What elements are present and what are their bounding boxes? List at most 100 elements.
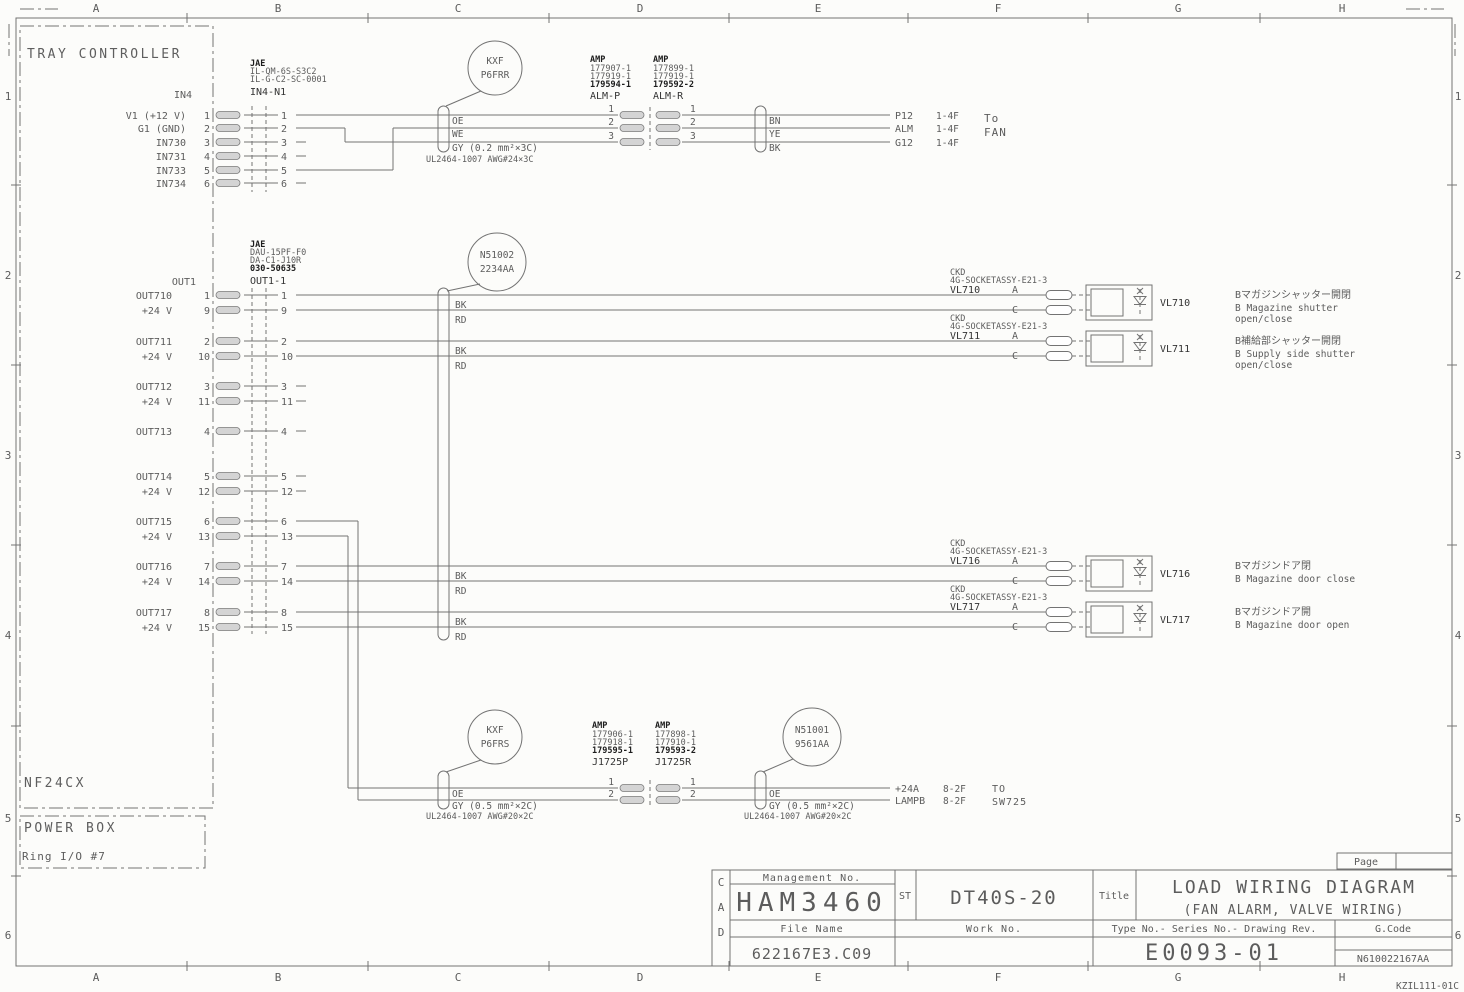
- grid-label: G: [1175, 971, 1182, 984]
- vendor: AMP: [590, 55, 605, 65]
- cable-end: [1045, 576, 1073, 586]
- signal-name: LAMPB: [895, 796, 925, 807]
- out1-row: OUT712 3 3 +24 V 11 11: [136, 382, 293, 408]
- pin-number: 14: [281, 577, 293, 588]
- ring-io-label: Ring I/O #7: [22, 850, 106, 863]
- pin-contact: [215, 138, 241, 146]
- pin-contact: [215, 517, 241, 525]
- valve-id: VL710: [950, 285, 980, 296]
- connector-ref: ALM-R: [653, 91, 684, 102]
- pin-number: 1: [608, 777, 614, 788]
- diode-bar: [1134, 604, 1146, 622]
- part-no: 179592-2: [653, 80, 694, 90]
- cable-end: [1045, 336, 1073, 346]
- grid-label: D: [637, 2, 644, 15]
- pin-number: 2: [608, 789, 614, 800]
- pin-number: 15: [281, 623, 293, 634]
- valve-leads: [1022, 565, 1090, 582]
- pin-label: +24 V: [142, 577, 172, 588]
- plug-ref: P6FRR: [481, 70, 510, 81]
- pin-contact: [215, 623, 241, 631]
- vendor: JAE: [250, 240, 265, 250]
- pin-contact: [655, 784, 681, 792]
- wire-color: BK: [455, 346, 467, 357]
- out1-connector: OUT1 JAE DAU-15PF-F0 DA-C1-J10R 030-5063…: [136, 232, 1046, 800]
- diode-bar: [1134, 333, 1146, 351]
- pin-contact: [215, 111, 241, 119]
- pin-label: IN731: [156, 152, 186, 163]
- destination: TO: [992, 784, 1006, 795]
- pin-number: 7: [281, 562, 287, 573]
- vendor: AMP: [655, 721, 670, 731]
- pin-contact: [215, 306, 241, 314]
- grid-label: 2: [5, 269, 12, 282]
- pin-number: 3: [608, 131, 614, 142]
- valve-desc-jp: Bマガジンドア開: [1235, 606, 1311, 618]
- valve-tag: VL717: [1160, 615, 1190, 626]
- wiring: [348, 787, 890, 801]
- part-no: 177919-1: [653, 72, 694, 82]
- valve-body: [1085, 284, 1153, 321]
- title-block: Page C A D Management No. HAM3460 ST DT4…: [711, 852, 1453, 967]
- cad-letter: C: [718, 876, 725, 889]
- pin-contact: [215, 124, 241, 132]
- valve-coil: [1090, 334, 1124, 363]
- grid-label: F: [995, 971, 1002, 984]
- grid-label: H: [1339, 2, 1346, 15]
- wire-color: YE: [769, 129, 781, 140]
- pin-label: OUT717: [136, 608, 172, 619]
- valve-vl716: CKD 4G-SOCKETASSY-E21-3 VL716 A C VL716 …: [950, 539, 1355, 592]
- lamp-circuit: KXF P6FRS N51001 9561AA AMP 177906-1 177…: [348, 707, 1026, 822]
- valve-pin-c: C: [1012, 622, 1018, 633]
- cable-end: [1045, 351, 1073, 361]
- grid-label: C: [455, 2, 462, 15]
- signal-name: +24A: [895, 784, 919, 795]
- part-no: IL-G-C2-SC-0001: [250, 75, 327, 85]
- pin-number: 4: [204, 427, 210, 438]
- pin-contact: [215, 608, 241, 616]
- grid-label: H: [1339, 971, 1346, 984]
- wire-color: BK: [455, 300, 467, 311]
- pin-number: 7: [204, 562, 210, 573]
- cad-letter: A: [718, 901, 725, 914]
- vendor: JAE: [250, 59, 265, 69]
- pin-label: OUT710: [136, 291, 172, 302]
- grid-labels: A B C D E F G H A B C D E F G H 1 2 3 4 …: [5, 2, 1462, 992]
- pin-contact: [215, 337, 241, 345]
- gcode-label: G.Code: [1375, 924, 1411, 935]
- part-no: 177899-1: [653, 64, 694, 74]
- valve-pin-a: A: [1012, 285, 1018, 296]
- cable-code: 9561AA: [795, 739, 830, 750]
- pin-contact: [619, 124, 645, 132]
- pin-number: 11: [281, 397, 293, 408]
- work-no-label: Work No.: [966, 924, 1022, 935]
- valve-desc-en: B Magazine shutter: [1235, 303, 1338, 314]
- wire-color: OE: [769, 789, 781, 800]
- cable-spec: GY (0.5 mm²×2C): [769, 801, 855, 812]
- pin-number: 4: [281, 152, 287, 163]
- grid-label: B: [275, 2, 282, 15]
- part-no: 179595-1: [592, 746, 633, 756]
- page-label: Page: [1354, 857, 1378, 868]
- balloon-leader: [445, 759, 482, 773]
- pin-contact: [215, 472, 241, 480]
- destination: To: [984, 112, 999, 125]
- balloon-leader: [762, 758, 794, 773]
- pin-number: 2: [690, 789, 696, 800]
- cable-balloon: [467, 232, 527, 292]
- connector-ref: J1725R: [655, 757, 692, 768]
- drawing-number: E0093-01: [1145, 941, 1283, 966]
- wire-color: RD: [455, 632, 467, 643]
- connector-housing: [251, 288, 267, 634]
- valve-desc-en: B Magazine door close: [1235, 574, 1355, 585]
- part-no: 030-50635: [250, 264, 296, 274]
- part-no: 177898-1: [655, 730, 696, 740]
- pin-number: 4: [281, 427, 287, 438]
- plug-maker: KXF: [486, 725, 503, 736]
- wire-color: RD: [455, 361, 467, 372]
- cable-spec: GY (0.2 mm²×3C): [452, 143, 538, 154]
- valve-maker: CKD: [950, 585, 965, 595]
- pin-number: 2: [204, 337, 210, 348]
- file-name-label: File Name: [780, 924, 843, 935]
- grid-label: A: [93, 971, 100, 984]
